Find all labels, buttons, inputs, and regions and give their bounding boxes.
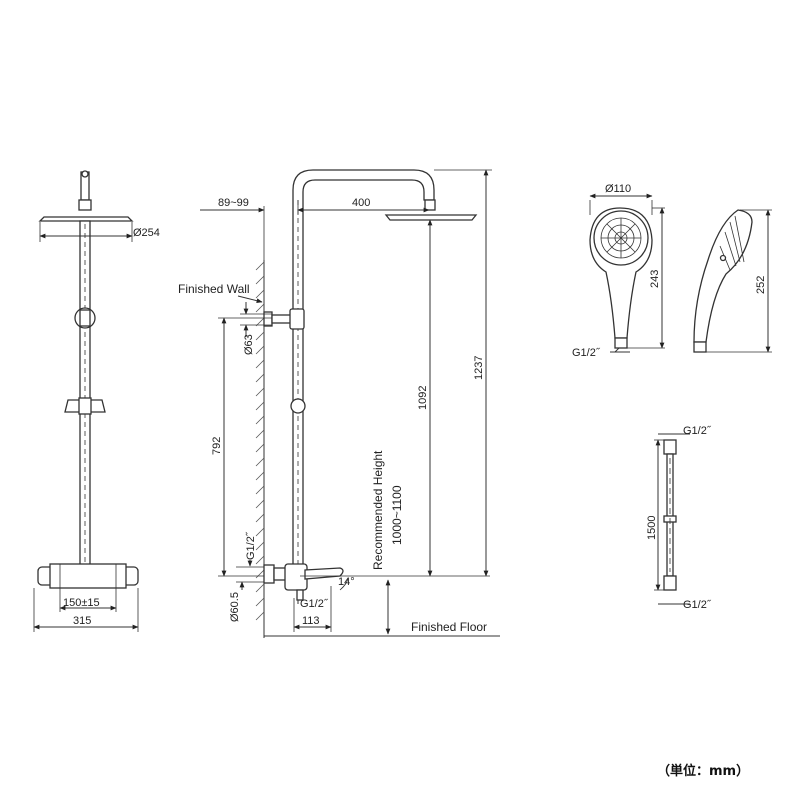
arm-length-label: 400 bbox=[352, 197, 370, 209]
centers-label: 150±15 bbox=[63, 597, 100, 609]
finished-wall-label: Finished Wall bbox=[178, 282, 250, 296]
wall-offset-label: 89~99 bbox=[218, 197, 249, 209]
spout-length-label: 113 bbox=[302, 615, 320, 627]
recommended-height-range: 1000~1100 bbox=[390, 485, 404, 545]
recommended-height-label: Recommended Height bbox=[371, 450, 385, 570]
bracket-to-valve-label: 792 bbox=[211, 437, 223, 455]
head-diameter-label: Ø254 bbox=[133, 227, 160, 239]
hand-shower-view: Ø110 243 G1/2˝ 252 bbox=[572, 183, 772, 359]
hand-height-side-label: 252 bbox=[755, 276, 767, 294]
hand-diameter-label: Ø110 bbox=[605, 183, 631, 195]
valve-inlet-label: G1/2˝ bbox=[245, 531, 257, 560]
hose-view: G1/2˝ 1500 G1/2˝ bbox=[646, 425, 712, 611]
top-height-label: 1092 bbox=[417, 386, 429, 410]
hose-top-thread-label: G1/2˝ bbox=[683, 425, 712, 437]
finished-floor-label: Finished Floor bbox=[411, 620, 487, 634]
hand-thread-label: G1/2˝ bbox=[572, 347, 601, 359]
total-height-label: 1237 bbox=[473, 356, 485, 380]
valve-width-label: 315 bbox=[73, 615, 91, 627]
bracket-diameter-label: Ø63 bbox=[243, 334, 255, 355]
hose-bottom-thread-label: G1/2˝ bbox=[683, 599, 712, 611]
front-view: Ø254 150±15 315 bbox=[33, 170, 160, 632]
units-label: （単位：mm） bbox=[657, 763, 749, 779]
hand-height-front-label: 243 bbox=[649, 270, 661, 288]
wall-hatching bbox=[255, 261, 265, 621]
valve-diameter-label: Ø60.5 bbox=[229, 592, 241, 622]
spout-outlet-label: G1/2˝ bbox=[300, 598, 329, 610]
spout-angle-label: 14° bbox=[338, 576, 355, 588]
hose-length-label: 1500 bbox=[646, 516, 658, 540]
side-view: 89~99 400 Finished Wall Ø63 792 G1/2˝ Ø6… bbox=[178, 169, 500, 638]
